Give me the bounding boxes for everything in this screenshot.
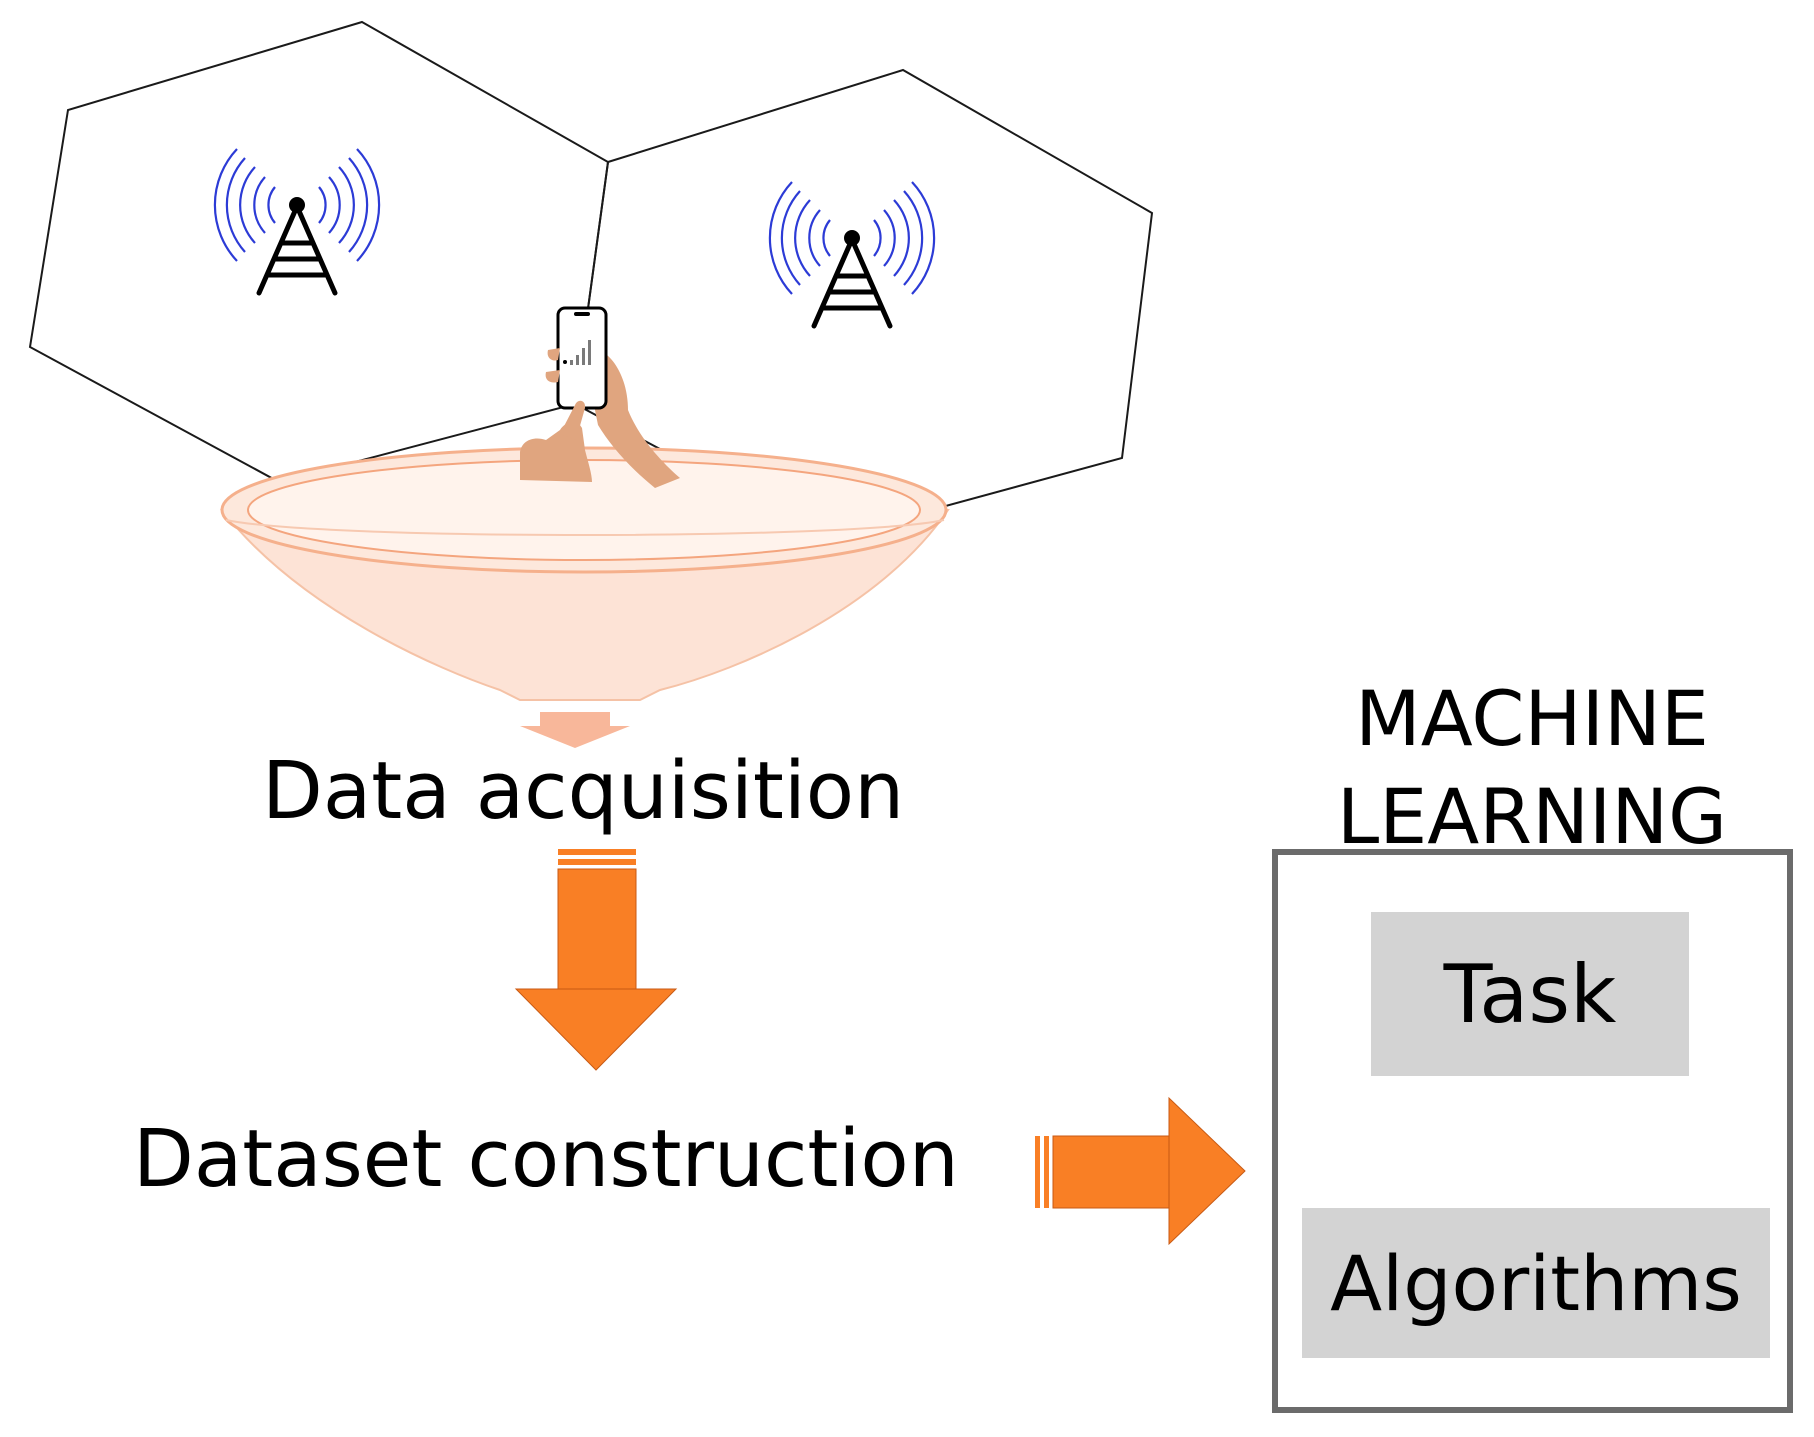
funnel-icon [219,446,950,748]
smartphone-in-hand-icon [520,306,680,488]
task-box: Task [1371,912,1689,1076]
machine-learning-title-line1: MACHINE [1355,674,1709,763]
dataset-construction-label: Dataset construction [133,1113,959,1205]
cell-tower-icon [213,148,381,296]
machine-learning-title-line2: LEARNING [1336,772,1728,861]
cell-tower-icon [768,181,936,329]
algorithms-box: Algorithms [1302,1208,1770,1358]
arrow-right [1035,1096,1246,1246]
task-label: Task [1443,947,1617,1041]
data-acquisition-label: Data acquisition [262,745,905,837]
arrow-down [514,849,678,1071]
algorithms-label: Algorithms [1330,1238,1742,1328]
machine-learning-title: MACHINE LEARNING [1320,670,1744,866]
